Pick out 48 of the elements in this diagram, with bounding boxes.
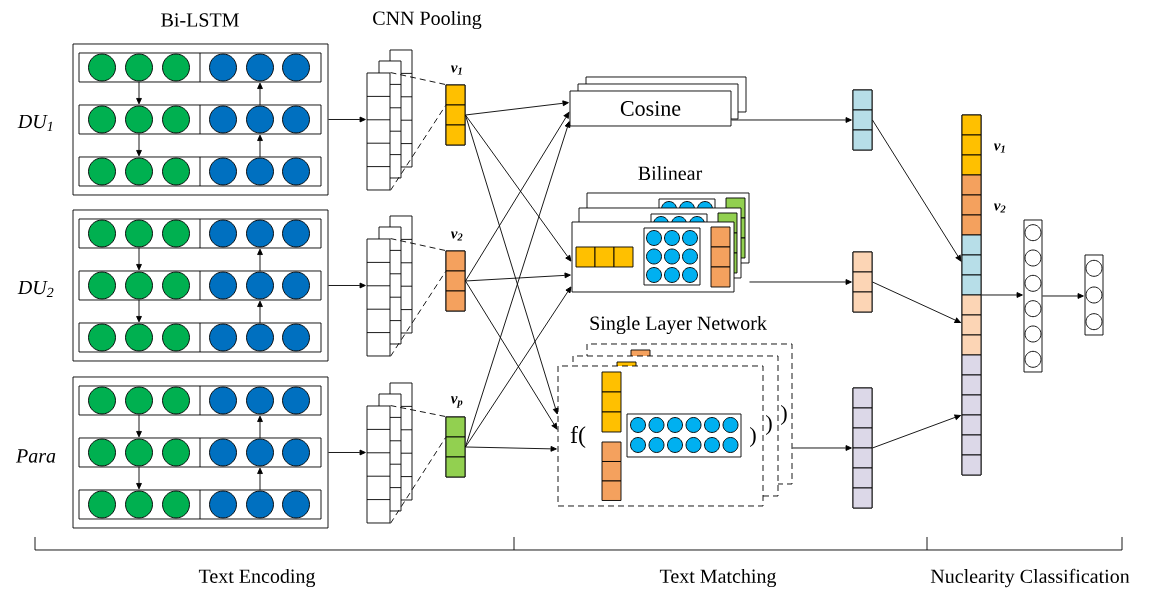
arrow [465,121,571,448]
vector-label: v$_{1}$ [993,143,1005,153]
arrow [328,449,366,456]
vector-label: v$_{2}$ [450,231,463,241]
feature-map-stack-drawing [366,49,413,191]
vector-bar-drawing [852,387,873,509]
arrow [465,114,559,415]
arrow [872,281,961,323]
row-label: Para [15,449,56,463]
arrow [792,445,852,451]
arrow [749,279,852,285]
dashed-line [390,271,446,357]
arrow [328,116,366,123]
vector-label: v$_{2}$ [993,203,1006,213]
vector-label: v$_{1}$ [450,65,462,75]
block-title: Bilinear [638,165,703,180]
dashed-line [390,105,446,191]
section-heading: CNN Pooling [373,10,482,30]
process-box: Cosine [569,90,732,127]
arrow [465,445,557,452]
dashed-line [390,72,446,85]
neuron-layer-drawing [1084,254,1104,336]
block-title: Single Layer Network [590,315,767,335]
dashed-line [390,238,446,251]
arrow [1042,293,1084,299]
arrow [872,414,961,449]
row-label: DU$_{2}$ [17,280,54,298]
vector-bar-drawing [852,251,873,313]
arrow [465,286,572,448]
arrow [465,280,558,430]
vector-label: v$_{p}$ [450,396,463,408]
arrow [465,100,569,116]
arrow [981,292,1023,298]
row-label: DU$_{1}$ [17,114,53,132]
neuron-layer-drawing [1023,219,1043,373]
feature-map-stack-drawing [366,382,413,524]
dashed-line [390,405,446,417]
stage-label: Nuclearity Classification [930,568,1130,588]
stage-label: Text Matching [659,568,777,588]
function-symbol: f( [570,426,586,448]
arrow [328,282,366,289]
dashed-line [390,437,446,524]
stage-label: Text Encoding [198,568,316,588]
vector-bar-drawing [852,89,873,151]
feature-map-stack-drawing [366,215,413,357]
arrow [731,117,852,123]
arrow [465,272,571,282]
arrow [872,119,962,262]
